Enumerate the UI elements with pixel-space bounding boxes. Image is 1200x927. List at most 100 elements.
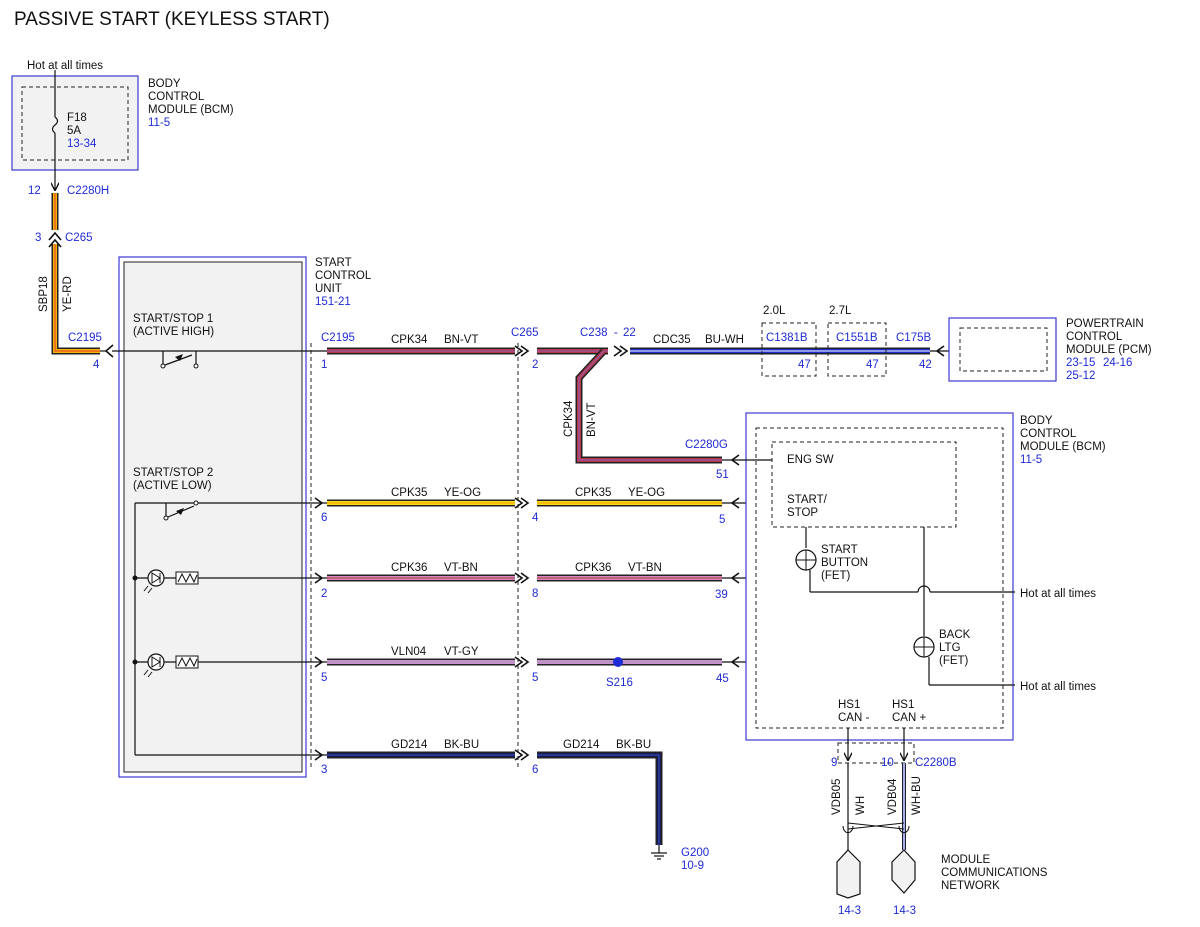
- color-ye-rd: YE-RD: [62, 276, 74, 312]
- wire-wh-bu: WH-BU: [911, 776, 923, 815]
- switch1-label-1: START/STOP 1: [133, 313, 213, 325]
- wire-cpk36: [314, 572, 796, 584]
- ground-g200: G200: [681, 847, 709, 859]
- wire-vdb05: VDB05: [831, 779, 843, 815]
- wire3-color-a: VT-BN: [444, 562, 478, 574]
- pin-10: 10: [881, 757, 894, 769]
- bcm-top-label-2: CONTROL: [148, 91, 205, 103]
- wire1-color: BN-VT: [444, 334, 479, 346]
- pcm-module: [948, 317, 1057, 382]
- pcm-ref-a: 23-15: [1066, 357, 1095, 369]
- wire4-pin-c: 45: [716, 673, 729, 685]
- wire4-color-a: VT-GY: [444, 646, 479, 658]
- pin-22: 22: [623, 327, 636, 339]
- pin-4: 4: [93, 359, 100, 371]
- scu-label-2: CONTROL: [315, 270, 372, 282]
- bcm-label-2: CONTROL: [1020, 428, 1077, 440]
- pin-47-b: 47: [866, 359, 879, 371]
- wire4-circuit-a: VLN04: [391, 646, 427, 658]
- start-button-label-1: START: [821, 544, 858, 556]
- wire-gd214: [314, 749, 667, 860]
- pin-51: 51: [716, 469, 729, 481]
- wire-cpk35: [314, 497, 776, 509]
- wire2-pin-c: 5: [719, 514, 725, 526]
- wire3-pin-a: 2: [321, 588, 327, 600]
- bcm-top-label-3: MODULE (BCM): [148, 104, 234, 116]
- led-indicator-2: [132, 653, 330, 678]
- led-indicator-1: [132, 569, 330, 594]
- wire-cpk34: [327, 345, 608, 357]
- back-ltg-label-3: (FET): [939, 655, 969, 667]
- wire2-pin-a: 6: [321, 512, 327, 524]
- wire1-circuit: CPK34: [391, 334, 428, 346]
- hs1-can-plus-1: HS1: [892, 699, 914, 711]
- page-title: PASSIVE START (KEYLESS START): [14, 9, 330, 30]
- mcn-label-3: NETWORK: [941, 880, 1000, 892]
- scu-ref: 151-21: [315, 296, 351, 308]
- connector-c265-top: C265: [65, 232, 93, 244]
- wire-vln04: [314, 656, 906, 668]
- connector-c175b: C175B: [896, 332, 931, 344]
- start-button-label-3: (FET): [821, 570, 851, 582]
- ground-ref: 10-9: [681, 860, 704, 872]
- connector-c1381b: C1381B: [766, 332, 808, 344]
- bcm-fuse-box: [11, 70, 139, 190]
- wire1-pin-b: 2: [532, 359, 538, 371]
- connector-c2195-right: C2195: [321, 332, 355, 344]
- wire-cpk34-branch: [575, 348, 745, 466]
- wire3-circuit-b: CPK36: [575, 562, 611, 574]
- connector-c2280h: C2280H: [67, 185, 109, 197]
- wire5-color-a: BK-BU: [444, 739, 479, 751]
- switch2-label-1: START/STOP 2: [133, 467, 213, 479]
- scu-label-1: START: [315, 257, 352, 269]
- eng-sw-label: ENG SW: [787, 454, 834, 466]
- mcn-ref-left: 14-3: [838, 905, 861, 917]
- connector-c2195-left: C2195: [68, 332, 102, 344]
- connector-c238: C238: [580, 327, 608, 339]
- back-ltg-label-2: LTG: [939, 642, 961, 654]
- hs1-can-plus-2: CAN +: [892, 712, 926, 724]
- branch-circuit: CPK34: [563, 400, 575, 437]
- pin-3-top: 3: [35, 232, 41, 244]
- wire2-color-a: YE-OG: [444, 487, 481, 499]
- switch2-label-2: (ACTIVE LOW): [133, 480, 212, 492]
- engine-20l: 2.0L: [763, 305, 786, 317]
- wire2-pin-b: 4: [532, 512, 539, 524]
- hs1-can-minus-2: CAN -: [838, 712, 869, 724]
- connector-c2280g: C2280G: [685, 439, 728, 451]
- wire5-circuit-a: GD214: [391, 739, 428, 751]
- pin-12: 12: [28, 185, 41, 197]
- bcm-module: [745, 412, 1015, 764]
- start-stop-label-1: START/: [787, 494, 828, 506]
- pin-47-a: 47: [798, 359, 811, 371]
- start-control-unit: [118, 256, 307, 778]
- circuit-sbp18: SBP18: [38, 276, 50, 312]
- wire5-circuit-b: GD214: [563, 739, 600, 751]
- c238-dash: -: [614, 327, 618, 339]
- wire4-pin-a: 5: [321, 672, 327, 684]
- scu-label-3: UNIT: [315, 283, 342, 295]
- hs1-can-minus-1: HS1: [838, 699, 860, 711]
- wire1-pin-a: 1: [321, 359, 327, 371]
- start-stop-2-switch: [134, 500, 330, 756]
- pcm-label-2: CONTROL: [1066, 331, 1123, 343]
- hot-at-all-times-1: Hot at all times: [1020, 588, 1096, 600]
- connector-c1551b: C1551B: [836, 332, 878, 344]
- wire-sbp18: [48, 193, 114, 358]
- mcn-ref-right: 14-3: [893, 905, 916, 917]
- wire-cdc35: [613, 322, 960, 377]
- pin-9: 9: [831, 757, 837, 769]
- bcm-top-label-1: BODY: [148, 78, 181, 90]
- fuse-ref: 13-34: [67, 138, 97, 150]
- splice-s216: S216: [606, 677, 633, 689]
- switch1-label-2: (ACTIVE HIGH): [133, 326, 214, 338]
- connector-c265: C265: [511, 327, 539, 339]
- wire5-color-b: BK-BU: [616, 739, 651, 751]
- pcm-wire-color: BU-WH: [705, 334, 744, 346]
- wire2-color-b: YE-OG: [628, 487, 665, 499]
- pcm-wire-circuit: CDC35: [653, 334, 691, 346]
- wire3-pin-c: 39: [715, 589, 728, 601]
- pcm-ref-c: 25-12: [1066, 370, 1095, 382]
- bcm-label-1: BODY: [1020, 415, 1053, 427]
